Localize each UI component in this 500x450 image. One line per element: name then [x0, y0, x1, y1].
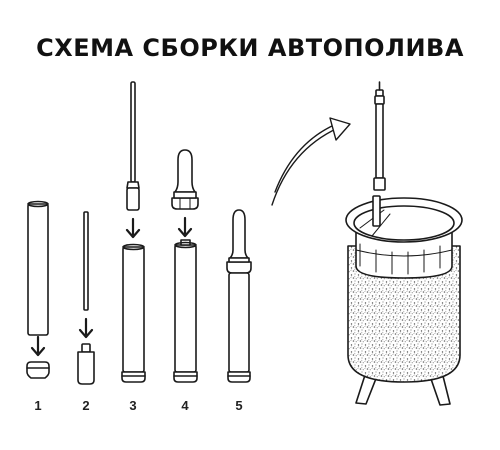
float-indicator-icon	[174, 149, 196, 193]
down-arrow-icon	[78, 317, 94, 339]
water-tube-icon	[27, 203, 49, 336]
step-1-assembly	[26, 200, 50, 379]
step-3-assembly	[121, 81, 146, 383]
water-tube-icon	[174, 244, 197, 373]
down-arrow-icon	[177, 216, 193, 238]
step-number: 1	[34, 398, 41, 413]
curved-arrow-icon	[271, 117, 351, 206]
down-arrow-icon	[125, 217, 141, 239]
step-2-assembly	[77, 211, 95, 385]
step-number: 4	[181, 398, 189, 413]
cap-icon	[26, 361, 50, 379]
water-tube-icon	[228, 272, 250, 373]
float-indicator-icon	[130, 81, 136, 183]
down-arrow-icon	[30, 335, 46, 357]
planter-pot-icon	[345, 195, 463, 406]
water-tube-icon	[122, 246, 145, 373]
step-4-assembly	[171, 149, 199, 383]
float-indicator-icon	[229, 209, 249, 259]
float-indicator-icon	[373, 81, 386, 191]
cap-icon	[77, 343, 95, 385]
step-5-assembly	[226, 209, 252, 383]
step-number: 3	[129, 398, 136, 413]
wick-rod-icon	[83, 211, 89, 311]
step-numbers: 1 2 3 4 5	[34, 398, 242, 413]
page-title: СХЕМА СБОРКИ АВТОПОЛИВА	[36, 34, 464, 62]
step-number: 2	[82, 398, 89, 413]
step-number: 5	[235, 398, 242, 413]
